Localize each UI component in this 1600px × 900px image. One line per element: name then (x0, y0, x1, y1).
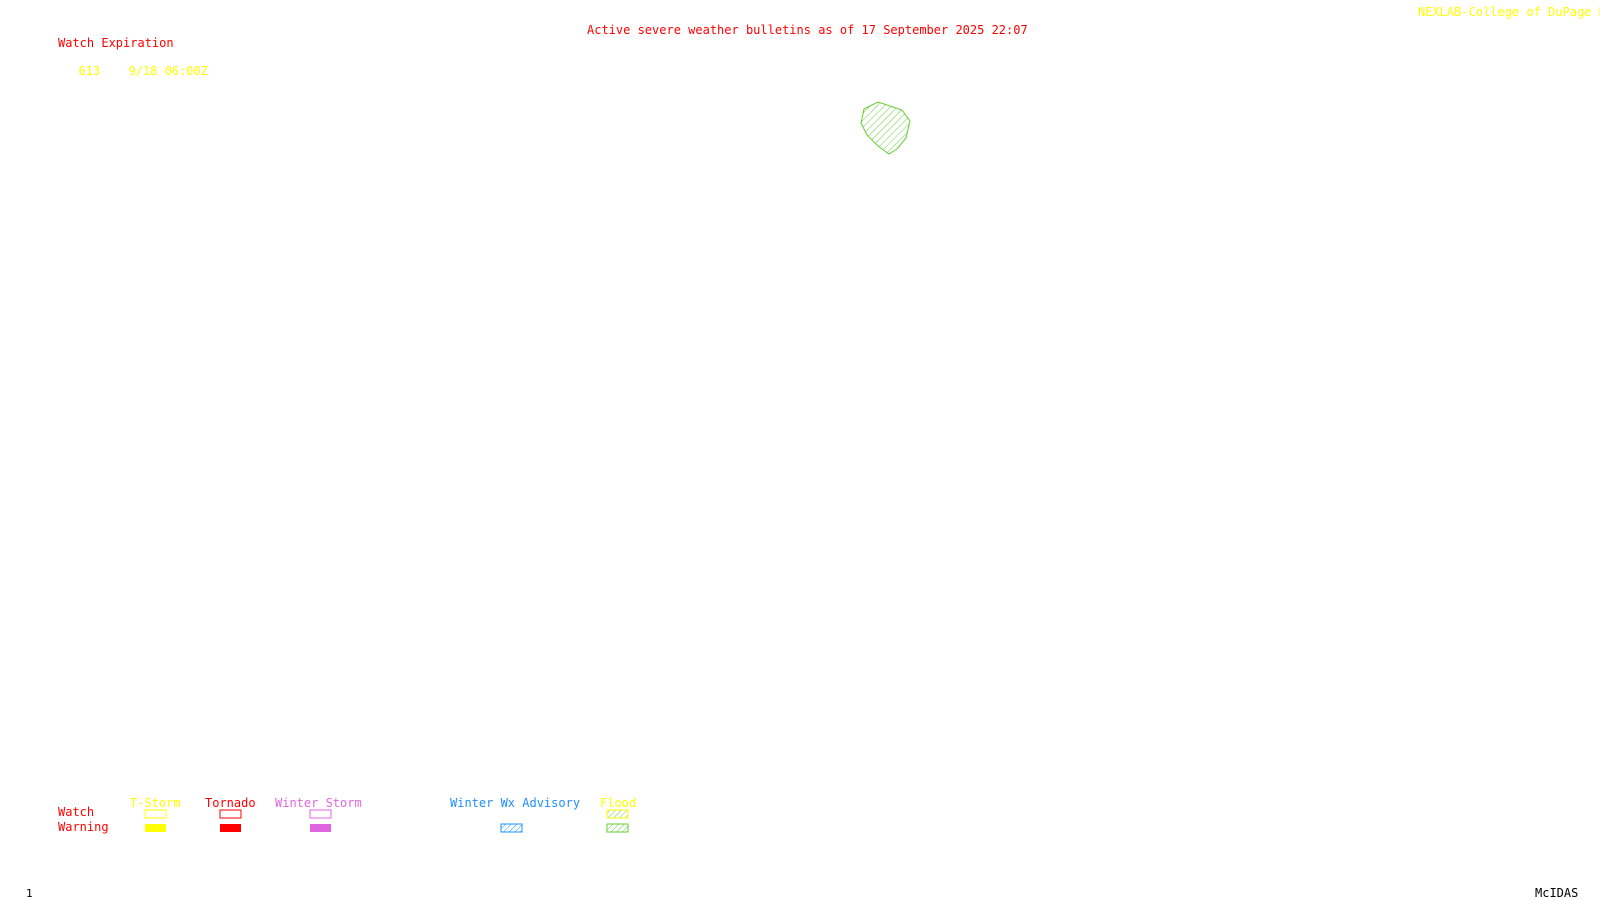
credit-label: NEXLAB-College of DuPage R (1418, 5, 1600, 19)
software-label: McIDAS (1535, 886, 1579, 900)
legend-tornado-watch-swatch (219, 809, 242, 819)
legend-tstorm-warning-swatch (145, 824, 166, 832)
legend-tornado-label: Tornado (205, 796, 256, 810)
legend-tstorm-watch-swatch (144, 809, 167, 819)
legend-tornado-warning-swatch (220, 824, 241, 832)
legend-watch-row-label: Watch (58, 805, 95, 819)
watch-expiration-heading: Watch Expiration (58, 36, 174, 50)
flood-warning-polygon (860, 101, 911, 155)
legend-winter-advisory-label: Winter Wx Advisory (450, 796, 581, 810)
bulletin-title: Active severe weather bulletins as of 17… (587, 23, 1028, 37)
legend-flood-warning-swatch (606, 823, 629, 833)
watch-number: 613 (78, 64, 101, 78)
watch-row: 613 9/18 06:00Z (64, 53, 208, 78)
watch-expiration: 9/18 06:00Z (128, 64, 208, 78)
legend-tstorm-label: T-Storm (130, 796, 181, 810)
legend-winter-storm-warning-swatch (310, 824, 331, 832)
legend-flood-watch-swatch (606, 809, 629, 819)
frame-number: 1 (26, 887, 33, 900)
legend-winter-storm-watch-swatch (309, 809, 332, 819)
legend-warning-row-label: Warning (58, 820, 109, 834)
legend-winter-storm-label: Winter Storm (275, 796, 362, 810)
legend-winter-advisory-swatch (500, 823, 523, 833)
legend-flood-label: Flood (600, 796, 637, 810)
